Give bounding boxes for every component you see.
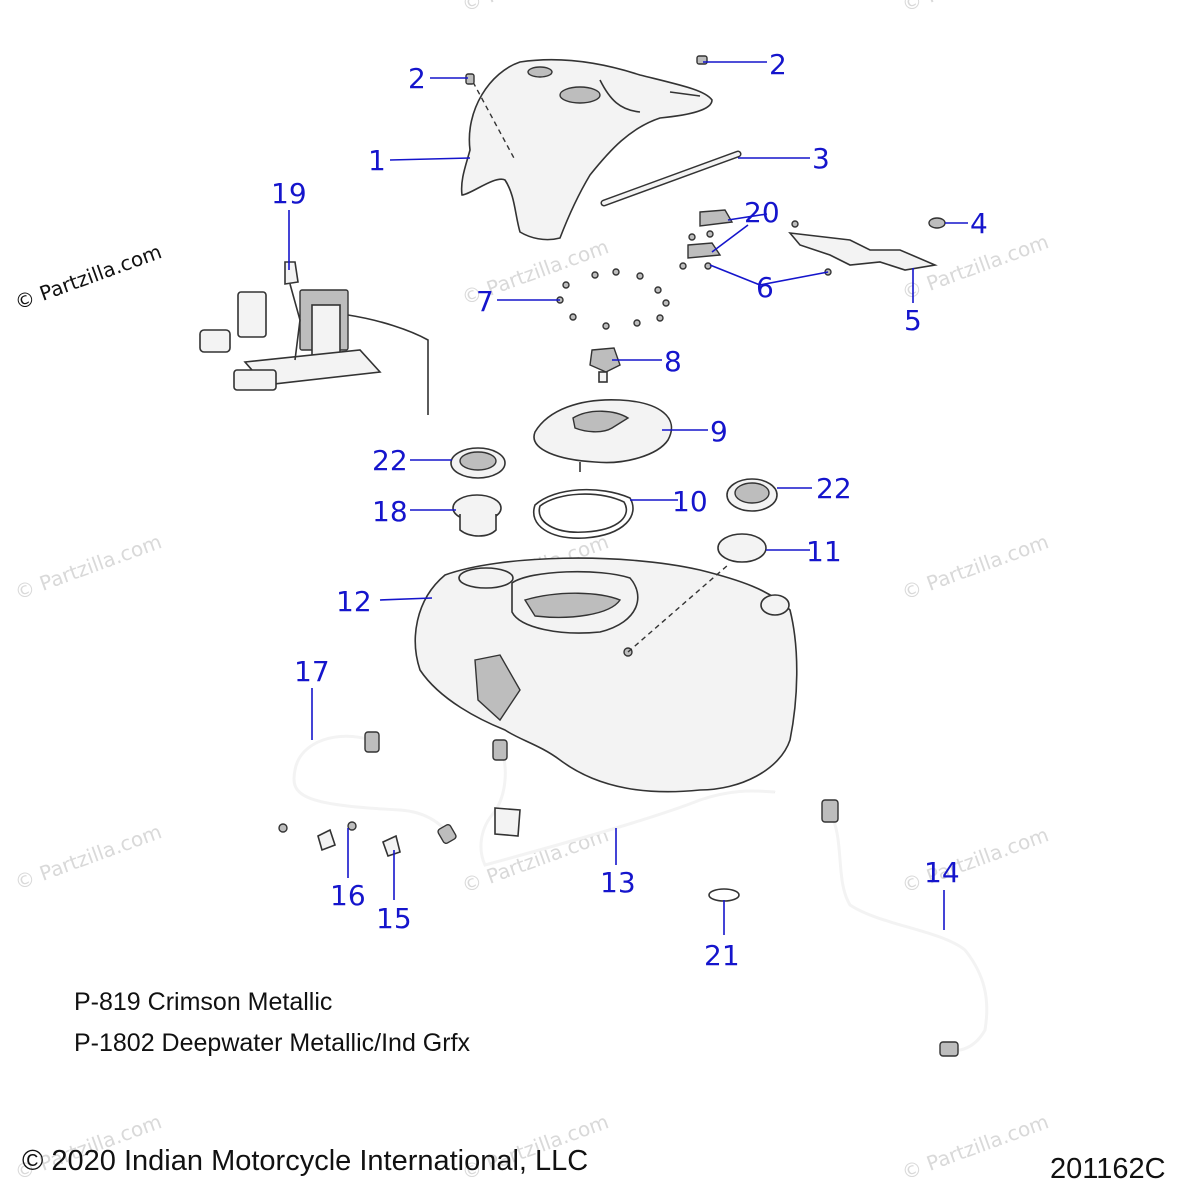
drawing-number: 201162C [1050, 1153, 1166, 1185]
callout-number[interactable]: 13 [600, 866, 636, 899]
part-vent-hose[interactable] [292, 731, 457, 845]
part-clamp[interactable] [317, 828, 401, 858]
part-fuel-gauge[interactable] [717, 533, 767, 563]
part-shield-plate[interactable] [788, 231, 938, 271]
callout-number[interactable]: 22 [372, 444, 408, 477]
callout-number[interactable]: 6 [756, 271, 774, 304]
watermark: © Partzilla.com [12, 239, 165, 314]
paint-code: P-1802 Deepwater Metallic/Ind Grfx [74, 1029, 471, 1057]
callout-number[interactable]: 18 [372, 495, 408, 528]
callout-number[interactable]: 8 [664, 345, 682, 378]
callout-number[interactable]: 16 [330, 879, 366, 912]
callout-number[interactable]: 1 [368, 144, 386, 177]
callout-number[interactable]: 2 [769, 48, 787, 81]
callout-number[interactable]: 4 [970, 207, 988, 240]
callout-number[interactable]: 9 [710, 415, 728, 448]
watermark: © Partzilla.com [899, 822, 1052, 897]
watermark: © Partzilla.com [899, 1109, 1052, 1184]
watermark: © Partzilla.com [12, 529, 165, 604]
callout-number[interactable]: 10 [672, 485, 708, 518]
part-screw[interactable] [465, 73, 475, 85]
watermark: © Partzilla.com [12, 819, 165, 894]
callout-number[interactable]: 7 [476, 285, 494, 318]
part-nut-ring[interactable] [556, 268, 670, 330]
part-console-cover[interactable] [460, 58, 713, 241]
part-seal-ring[interactable] [726, 478, 778, 512]
callout-number[interactable]: 20 [744, 196, 780, 229]
callout-number[interactable]: 19 [271, 177, 307, 210]
watermark: © Partzilla.com [899, 529, 1052, 604]
part-pump-plate[interactable] [533, 399, 673, 472]
callout-labels: 1 2 2 3 4 5 6 7 8 9 10 11 12 13 14 15 16… [271, 48, 988, 972]
paint-code: P-819 Crimson Metallic [74, 988, 332, 1016]
part-seal-ring[interactable] [450, 447, 506, 479]
callout-number[interactable]: 2 [408, 62, 426, 95]
copyright-notice: © 2020 Indian Motorcycle International, … [22, 1145, 588, 1177]
callout-number[interactable]: 14 [924, 856, 960, 889]
part-fuel-line[interactable] [479, 739, 776, 867]
callout-number[interactable]: 12 [336, 585, 372, 618]
callout-number[interactable]: 3 [812, 142, 830, 175]
part-clip-small[interactable] [278, 821, 357, 833]
callout-number[interactable]: 22 [816, 472, 852, 505]
part-fuel-cap[interactable] [452, 494, 502, 537]
part-fuel-pump[interactable] [199, 261, 429, 415]
callout-number[interactable]: 21 [704, 939, 740, 972]
callout-number[interactable]: 5 [904, 304, 922, 337]
callout-number[interactable]: 11 [806, 535, 842, 568]
watermark: © Partzilla.com [899, 0, 1052, 17]
callout-number[interactable]: 15 [376, 902, 412, 935]
watermark: © Partzilla.com [459, 0, 612, 17]
part-clip[interactable] [687, 209, 734, 259]
part-fuel-tank[interactable] [414, 557, 798, 793]
part-gasket[interactable] [532, 488, 634, 539]
part-trim-strip[interactable] [600, 150, 742, 207]
part-return-line[interactable] [821, 799, 989, 1057]
part-hose-clamp[interactable] [708, 888, 740, 902]
part-push-pin[interactable] [928, 217, 946, 229]
leader-lines [288, 61, 968, 935]
part-valve[interactable] [589, 347, 621, 383]
callout-number[interactable]: 17 [294, 655, 330, 688]
